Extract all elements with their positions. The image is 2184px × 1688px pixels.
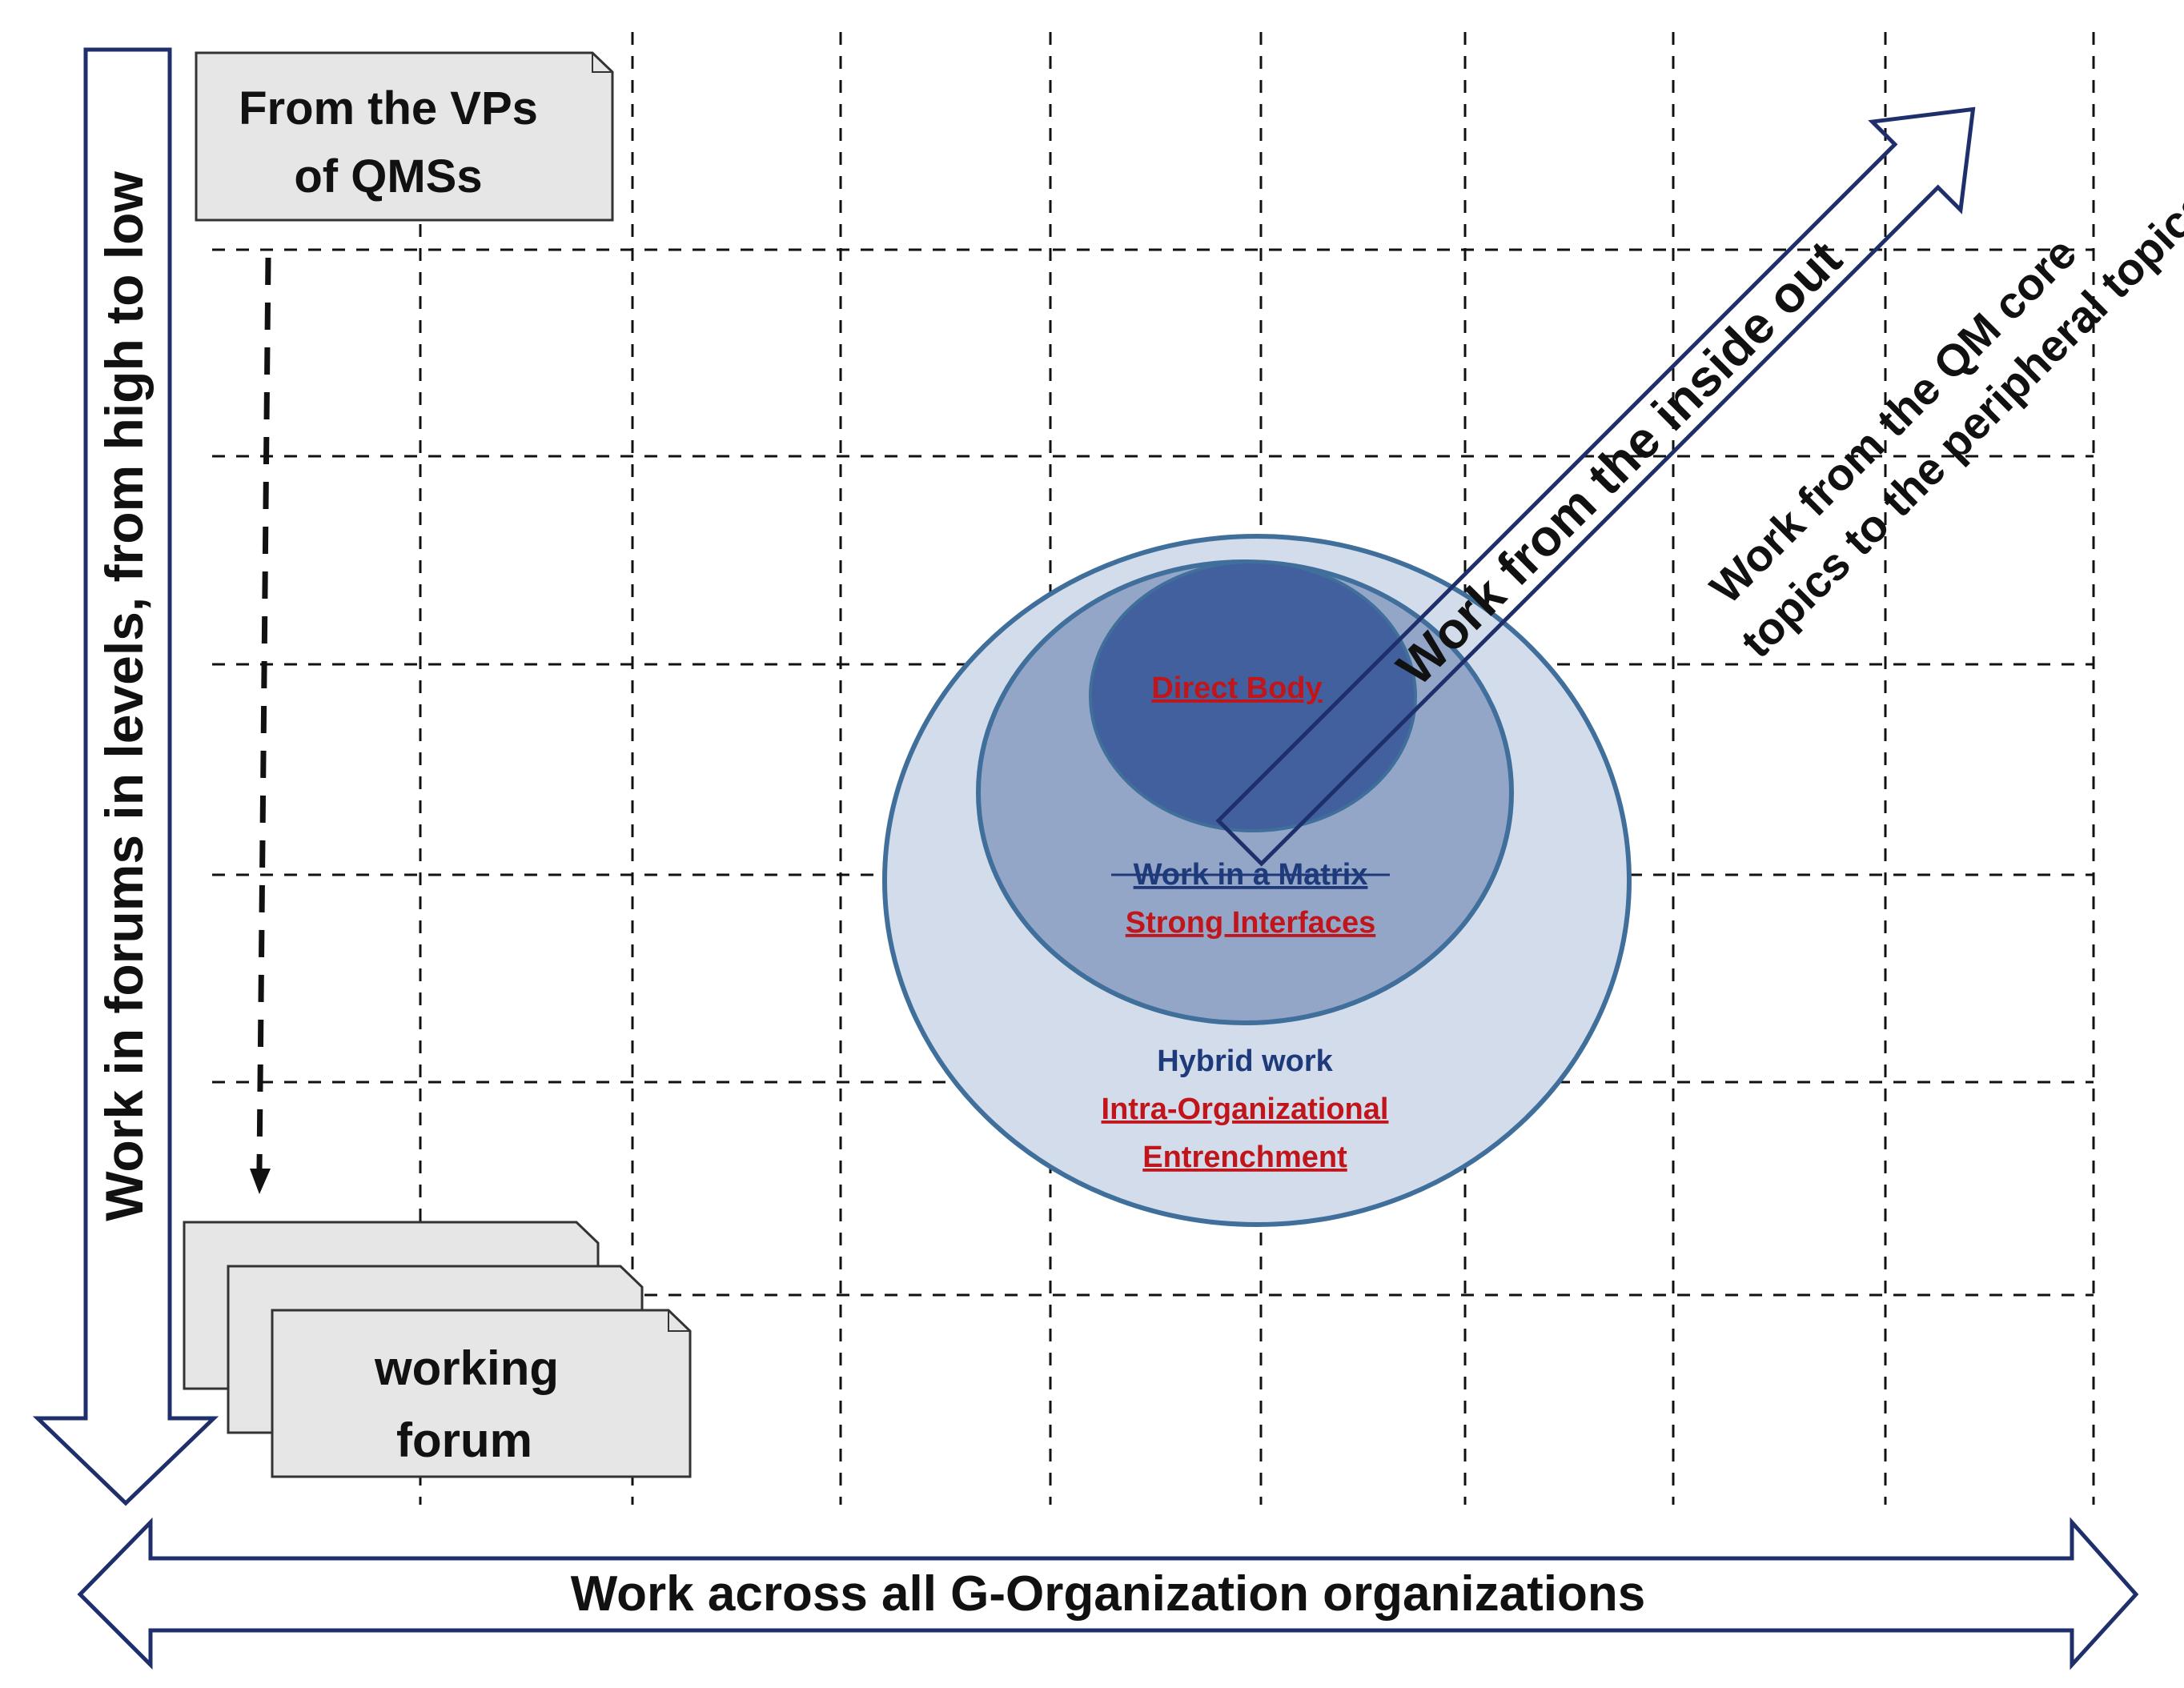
folded-corner-icon [668,1310,690,1332]
outer-circle-label2: Intra-Organizational [1102,1093,1389,1126]
inner-circle [1089,560,1417,832]
dashed-arrow-shaft [256,257,271,1169]
middle-circle-label2: Strong Interfaces [1126,906,1376,940]
vp-box-shape [195,51,614,222]
vp-box: From the VPs of QMSs [195,51,614,222]
inner-circle-label: Direct Body [1151,672,1322,705]
outer-circle-label3: Entrenchment [1142,1141,1347,1174]
outer-circle-label1: Hybrid work [1157,1044,1333,1078]
forum-box-line2: forum [396,1413,532,1467]
dashed-arrow-head [250,1169,271,1194]
dashed-down-arrow-icon [250,257,271,1194]
folded-corner-icon [592,53,612,73]
vertical-level-arrow [32,47,219,1506]
forum-stack: working forum [183,1221,692,1478]
inside-out-arrow-shape [1215,106,1976,867]
horizontal-organization-arrow [77,1517,2139,1670]
vertical-axis-label: Work in forums in levels, from high to l… [94,171,154,1221]
forum-box-front [271,1309,692,1478]
vp-box-line1: From the VPs [239,82,538,134]
forum-box-line1: working [374,1341,559,1395]
vp-box-line2: of QMSs [294,150,482,202]
core-to-peripheral: Work from the QM core topics to the peri… [1700,179,2184,668]
horizontal-axis-label: Work across all G-Organization organizat… [571,1566,1645,1622]
